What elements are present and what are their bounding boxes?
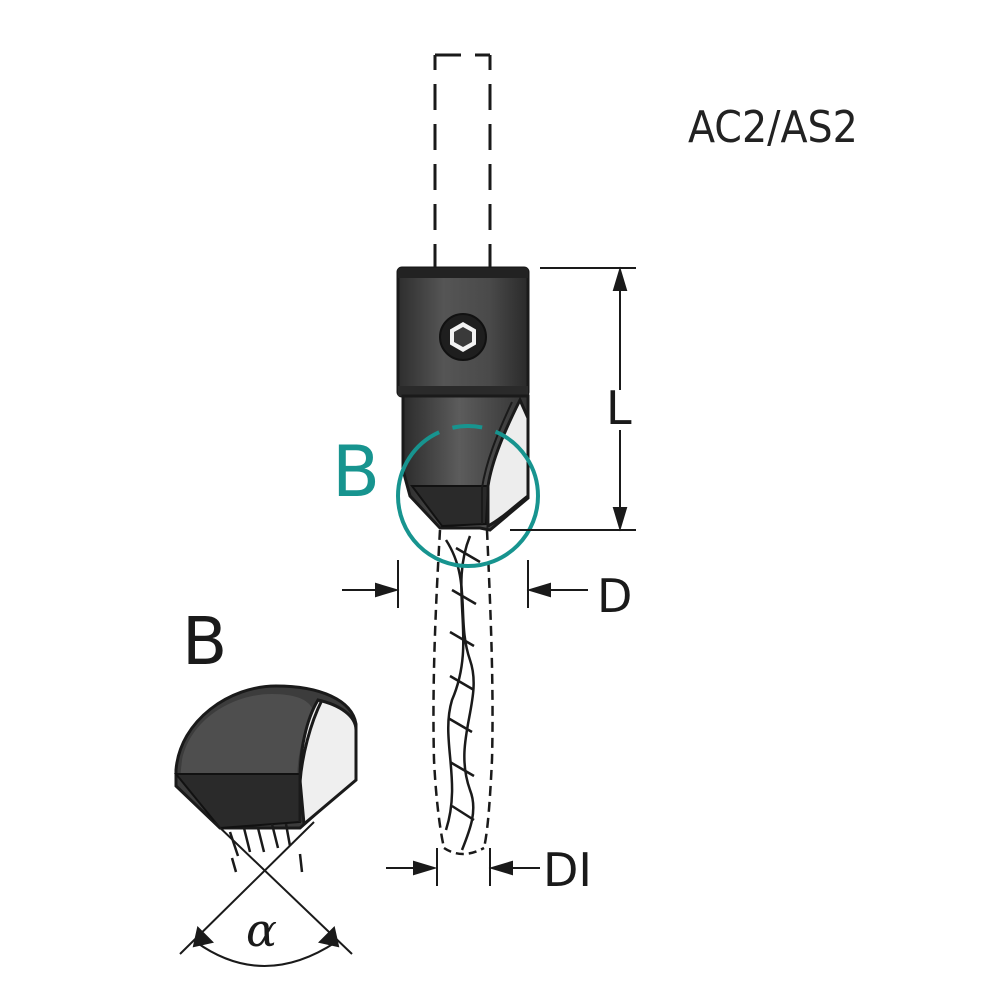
drill-diameter-dimension — [386, 848, 540, 886]
countersink-head — [401, 394, 530, 532]
detail-marker-label: B — [332, 431, 380, 513]
set-screw-icon — [439, 313, 487, 361]
drill-diameter-dimension-label: DI — [543, 843, 592, 897]
detail-view-label: B — [182, 603, 227, 680]
angle-dimension-label: α — [246, 903, 277, 957]
model-label: AC2/AS2 — [688, 102, 858, 153]
length-dimension-label: L — [606, 381, 632, 435]
drill-bit — [432, 529, 494, 856]
detail-circle — [396, 424, 540, 568]
diameter-dimension — [342, 560, 588, 608]
angle-dimension — [179, 821, 353, 967]
detail-view-head — [173, 684, 358, 873]
length-dimension — [510, 266, 636, 532]
diameter-dimension-label: D — [597, 569, 632, 623]
shank-outline — [433, 53, 492, 270]
